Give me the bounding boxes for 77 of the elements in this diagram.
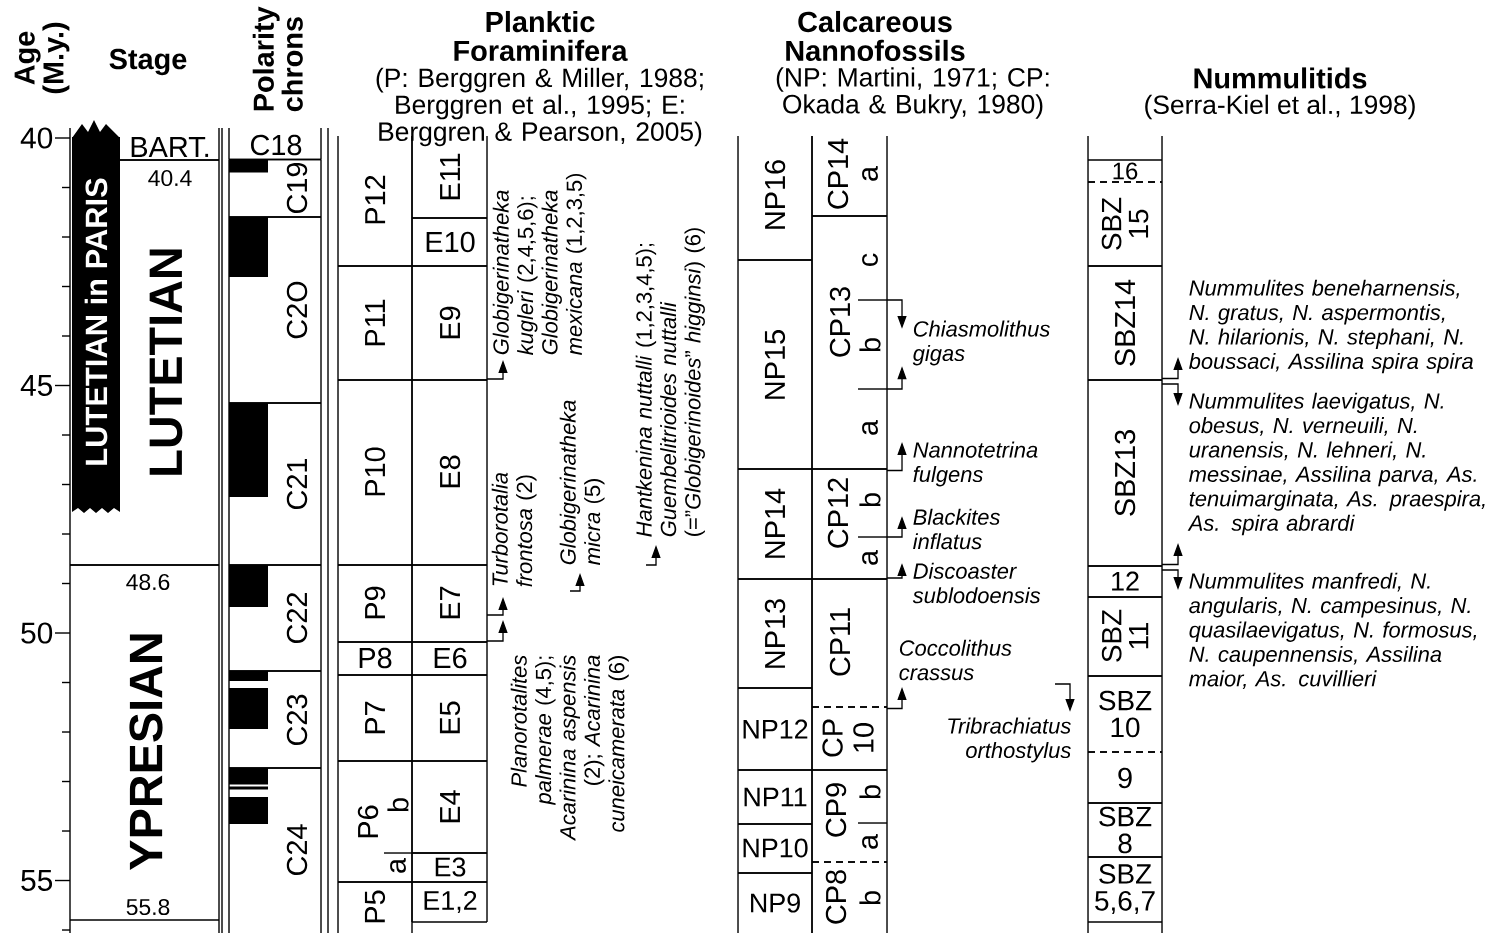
zone-box: P11 xyxy=(337,265,413,381)
zone-box: SBZ 10 xyxy=(1087,675,1163,753)
column-heading: Calcareous Nannofossils xyxy=(786,10,965,62)
node-label: C2O xyxy=(286,281,308,339)
zone-box: CP 10 xyxy=(811,706,888,771)
stage-box: 48.6 YPRESIAN 55.8 xyxy=(69,564,220,933)
axis-label: 45 xyxy=(20,375,53,396)
zone-box: E8 xyxy=(411,379,488,566)
axis-label: 40 xyxy=(20,127,53,149)
datum-label: Nannotetrina fulgens xyxy=(913,441,1038,487)
zone-box: CP12 b a xyxy=(811,468,888,580)
zone-box: CP11 xyxy=(811,578,888,708)
chron-box: C24 xyxy=(228,767,322,933)
zone-box: 16 xyxy=(1087,159,1163,183)
zone-box: 9 xyxy=(1087,751,1163,804)
column-heading: Stage xyxy=(109,48,187,76)
zone-box: NP13 xyxy=(737,578,813,689)
chron-box: C21 xyxy=(228,402,322,566)
species-list: Nummulites beneharnensis, N. gratus, N. aspermontis, N. hilarionis, N. stephani, N. boussaci, Assilina spira spira xyxy=(1189,279,1473,374)
zone-box: CP9 b a xyxy=(811,769,888,863)
zone-box: E3 xyxy=(411,852,488,883)
node-label: C21 xyxy=(286,458,308,510)
axis-label: 50 xyxy=(21,622,53,644)
zone-box: P10 xyxy=(337,379,413,566)
banner: LUTETIAN in PARIS xyxy=(72,120,120,513)
species-list: Nummulites laevigatus, N. obesus, N. verneuili, N. uranensis, N. lehneri, N. messinae, Assilina parva, As. tenuimarginata, As. praespira, As. spira abrardi xyxy=(1187,392,1485,536)
column-heading: Planktic Foraminifera xyxy=(454,10,628,62)
zone-box: E9 xyxy=(411,265,488,381)
datum-label: Discoaster sublodoensis xyxy=(912,562,1041,604)
zone-box: 12 xyxy=(1087,565,1163,598)
datum-label: Coccolithus crassus xyxy=(899,639,1012,681)
zone-box: P6 b a xyxy=(337,760,413,883)
zone-box: NP10 xyxy=(737,823,813,874)
zone-box: P8 xyxy=(337,641,413,676)
node-label: C23 xyxy=(286,694,308,746)
stage-box: BART. xyxy=(119,127,220,161)
chron-box: C2O xyxy=(228,216,322,404)
chron-box: C23 xyxy=(228,670,322,769)
species-list: Nummulites manfredi, N. angularis, N. campesinus, N. quasilaevigatus, N. formosus, N. caupennensis, Assilina maior, As. cuvillieri xyxy=(1189,572,1477,689)
datum-label: Blackites inflatus xyxy=(913,508,1000,550)
zone-box: SBZ 15 xyxy=(1087,181,1163,267)
node-label: C24 xyxy=(286,824,308,876)
zone-box: E10 xyxy=(411,217,488,267)
reference-note: (Serra-Kiel et al., 1998) xyxy=(1145,94,1415,120)
datum-label: Tribrachiatus orthostylus xyxy=(948,717,1071,763)
zone-box: E4 xyxy=(411,760,488,854)
zone-box: E1,2 xyxy=(411,881,488,923)
reference-note: (NP: Martini, 1971; CP: Okada & Bukry, 1980) xyxy=(776,67,1049,119)
column-heading: Polarity chrons xyxy=(252,6,303,112)
zone-box: P5 xyxy=(337,881,413,933)
zone-box: CP13 c b a xyxy=(811,215,888,470)
zone-box: P9 xyxy=(337,564,413,643)
zone-box: SBZ 8 xyxy=(1087,802,1163,858)
zone-box: E5 xyxy=(411,674,488,762)
zone-box: P7 xyxy=(337,674,413,762)
zone-box: SBZ 5,6,7 xyxy=(1087,856,1163,923)
zone-box: E6 xyxy=(411,641,488,676)
zone-box: NP14 xyxy=(737,468,813,580)
zone-box: SBZ13 xyxy=(1087,379,1163,567)
node-label: C19 xyxy=(286,162,308,214)
zone-box: SBZ14 xyxy=(1087,265,1163,381)
zone-box: CP14 a xyxy=(811,135,888,217)
datum-label: Chiasmolithus gigas xyxy=(912,320,1050,366)
zone-box: SBZ 11 xyxy=(1087,596,1163,677)
node-label: C22 xyxy=(286,592,308,644)
column-heading: Nummulitids xyxy=(1194,67,1367,89)
zone-box: NP12 xyxy=(737,687,813,771)
zone-box: NP11 xyxy=(737,769,813,825)
chron-box: C22 xyxy=(228,564,322,672)
zone-box: NP15 xyxy=(737,259,813,470)
zone-box: CP8 b xyxy=(811,861,888,933)
zone-box: NP9 xyxy=(737,872,813,933)
zone-box: NP16 xyxy=(737,135,813,261)
column-heading: Age (M.y.) xyxy=(14,22,70,94)
chron-box: C18 xyxy=(228,127,322,161)
chron-box: C19 xyxy=(228,158,322,218)
zone-box: E7 xyxy=(411,564,488,643)
